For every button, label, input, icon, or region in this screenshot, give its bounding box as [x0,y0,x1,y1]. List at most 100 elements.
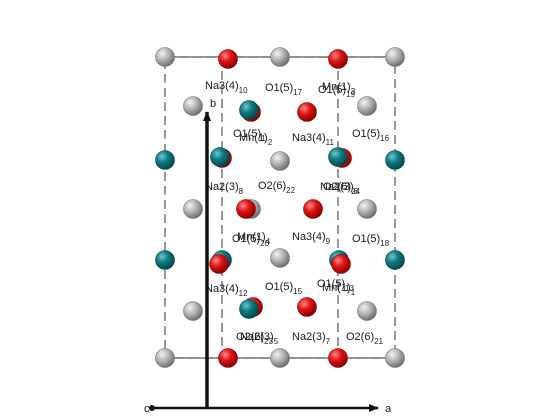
atom-label-name: Na3(4) [205,80,239,92]
axis-c-dot [149,405,155,411]
atom-red [297,102,317,122]
atom-label-name: O1(5) [317,278,345,290]
atom-red [218,348,238,368]
atom-gray [155,348,175,368]
atom-teal [328,147,348,167]
atom-label-index: 1 [261,134,266,143]
atom-label-name: Na2(3) [240,331,274,343]
atom-teal [385,150,405,170]
atom-label-index: 24 [351,187,360,196]
atom-red [236,199,256,219]
atom-label-name: O2(6) [323,181,351,193]
atom-label: O2(6)21 [346,331,384,346]
atom-red [328,348,348,368]
atom-gray [270,151,290,171]
atom-label-index: 4 [266,237,271,246]
atom-label-name: Na2(3) [205,181,239,193]
atom-label: O2(6)23 [236,331,274,346]
atom-label-name: O1(5) [352,128,380,140]
atom-label: O1(5)1 [233,128,266,143]
atom-gray [357,301,377,321]
atom-label-index: 1 [351,288,356,297]
atom-label-name: Na2(3) [292,331,326,343]
atom-label: Na3(4)12 [205,283,248,298]
atoms-layer [155,47,405,368]
atom-label-name: O1(5) [265,281,293,293]
atom-teal [155,250,175,270]
atom-teal [210,147,230,167]
atom-label: Mn(1)2 [239,132,273,147]
atom-label-name: O2(6) [236,331,264,343]
atom-teal [239,100,259,120]
atom-label-name: O1(5) [352,233,380,245]
axis-b-label: b [210,98,216,110]
atom-gray [357,96,377,116]
atom-label-name: O2(6) [346,331,374,343]
atom-gray [270,248,290,268]
atom-gray [155,47,175,67]
atom-gray [183,301,203,321]
atom-gray [183,199,203,219]
atom-label-index: 20 [260,239,269,248]
atom-label-name: Na3(4) [205,283,239,295]
atom-label-name: O1(5) [265,82,293,94]
atom-label: O1(5)16 [352,128,390,143]
atom-label: O1(5)15 [265,281,303,296]
atom-label-name: O2(6) [258,180,286,192]
atom-gray [270,47,290,67]
atom-label-index: 22 [286,186,295,195]
atom-label-index: 11 [326,138,335,147]
atom-gray [385,348,405,368]
atom-label-index: 18 [380,239,389,248]
atom-red [331,254,351,274]
axis-c-label: c [144,403,150,415]
atom-label: Mn(1)1 [322,282,356,297]
atom-red [209,254,229,274]
atom-label: Mn(1)4 [237,231,271,246]
axes-indicator: b a c [144,98,392,415]
atom-label-name: Mn(1) [322,282,351,294]
atom-label-index: 8 [239,187,244,196]
atom-label-index: 13 [345,284,354,293]
atom-gray [385,47,405,67]
atom-label-index: 19 [346,90,355,99]
atom-red [218,49,238,69]
atom-label-index: 23 [264,337,273,346]
atom-label: Na3(4)10 [205,80,248,95]
atom-label-index: 3 [351,87,356,96]
atom-label: Na2(3)7 [292,331,331,346]
atom-label-name: Mn(1) [239,132,268,144]
atom-label-index: 9 [326,237,331,246]
atom-label-name: O1(5) [233,128,261,140]
atom-teal [239,299,259,319]
atom-label: Mn(1)3 [322,81,356,96]
atom-red [303,199,323,219]
atom-teal [385,250,405,270]
atom-label-name: Na3(4) [292,132,326,144]
atom-label-index: 12 [239,289,248,298]
atom-label-name: O1(5) [232,233,260,245]
atom-label: O1(5)19 [318,84,356,99]
atom-label-name: Mn(1) [237,231,266,243]
atom-label-index: 6 [354,187,359,196]
atom-label-index: 10 [239,86,248,95]
atom-label: O1(5)13 [317,278,355,293]
atom-label-index: 16 [380,134,389,143]
atom-label-index: 2 [268,138,273,147]
atom-label-index: 7 [326,337,331,346]
atom-label: Na2(3)6 [320,181,359,196]
atom-label-index: 17 [293,88,302,97]
atom-label: Na2(3)5 [240,331,279,346]
atom-label: O1(5)18 [352,233,390,248]
atom-label-index: 5 [274,337,279,346]
atom-label: O2(6)24 [323,181,361,196]
atom-red [328,49,348,69]
atom-label: O2(6)22 [258,180,296,195]
atom-label-index: 21 [374,337,383,346]
atom-label: O1(5)20 [232,233,270,248]
atom-label-name: Mn(1) [322,81,351,93]
atom-gray [357,199,377,219]
atom-label-name: O1(5) [318,84,346,96]
